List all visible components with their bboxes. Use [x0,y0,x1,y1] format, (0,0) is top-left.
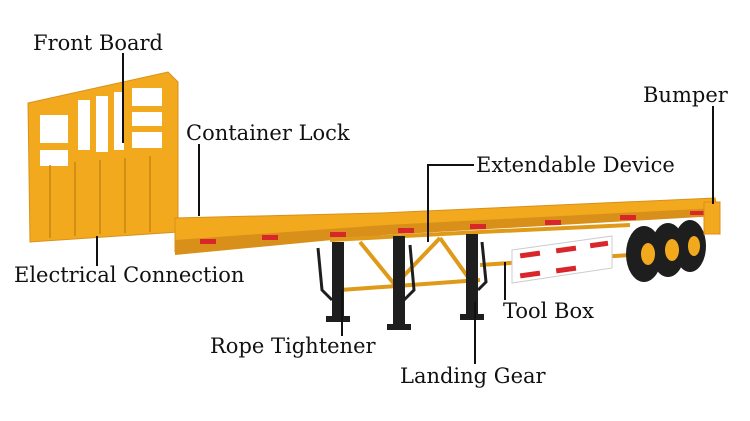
side-reflectors [200,211,704,244]
extendable-device-label: Extendable Device [476,153,675,177]
bumper-pointer [712,106,714,204]
landing-gear-label: Landing Gear [400,364,546,388]
landing-gear-pointer [474,302,476,364]
bumper-label: Bumper [643,83,728,107]
front-board-lower-panels [49,156,151,238]
electrical-connection-label: Electrical Connection [14,263,245,287]
landing-gear-legs [326,234,484,330]
front-board-label: Front Board [33,31,163,55]
tool-box [511,235,613,284]
front-board-openings [40,88,162,166]
front-board-pointer [122,53,124,143]
electrical-connection-pointer [96,236,98,266]
rope-tightener-pointer [341,290,343,336]
rear-bumper [703,201,721,235]
deck-side-beam [175,208,718,255]
rope-hooks [316,241,488,302]
rope-tightener-label: Rope Tightener [210,334,376,358]
tool-box-label: Tool Box [503,299,594,323]
extendable-device-pointer-v [427,164,429,242]
container-lock-label: Container Lock [186,121,350,145]
rear-wheels [626,220,706,282]
tool-box-pointer [504,262,506,300]
extendable-device-pointer-h [428,164,474,166]
container-lock-pointer [198,144,200,216]
